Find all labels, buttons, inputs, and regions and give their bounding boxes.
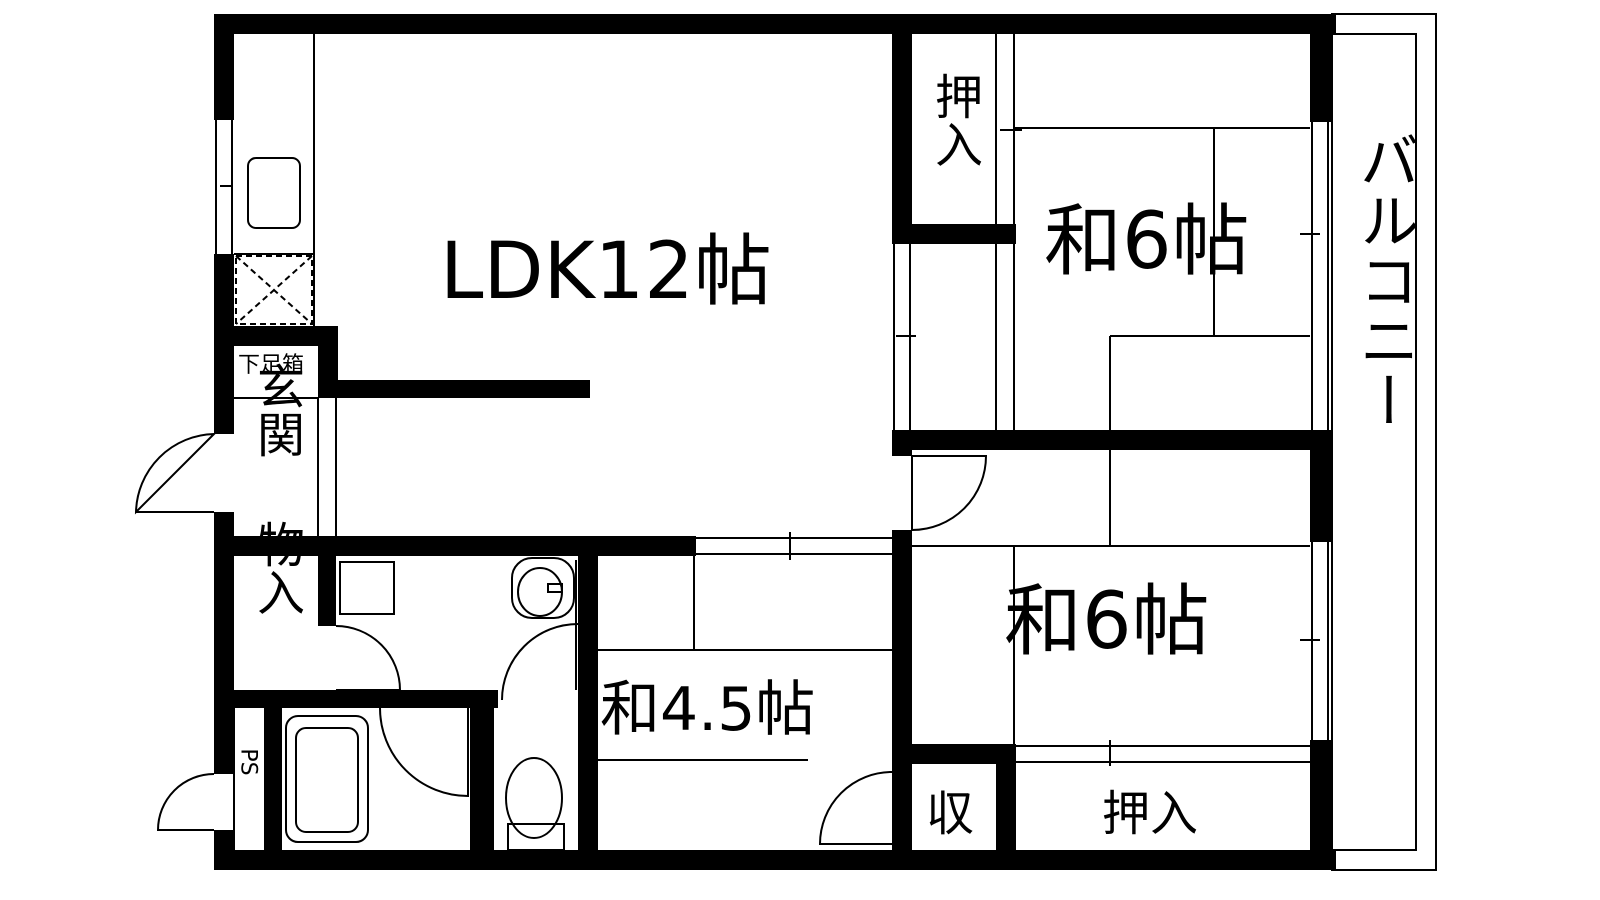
monoire-door-icon <box>335 625 402 691</box>
washing-machine-icon <box>339 561 395 615</box>
room-label-ps: PS <box>236 748 261 775</box>
toilet-door-icon <box>501 623 579 701</box>
room-label-monoire: 物入 <box>248 520 304 616</box>
room-label-getabako: 下足箱 <box>238 353 304 378</box>
bedroom-door-icon <box>911 455 988 532</box>
bathtub-icon <box>285 715 369 843</box>
washbasin-icon <box>511 557 575 619</box>
interior-walls <box>214 14 1332 870</box>
toilet-icon <box>505 757 563 839</box>
room-label-washitsu-small: 和4.5帖 <box>600 675 815 745</box>
room-label-washitsu-south: 和6帖 <box>1004 577 1210 667</box>
room-label-shuno: 収 <box>926 786 974 842</box>
bath-fixtures <box>285 557 577 851</box>
front-door-icon <box>134 432 217 515</box>
room-label-genkan: 玄関 <box>248 362 304 458</box>
bath-door-icon <box>379 707 469 798</box>
kitchen-fixtures <box>235 157 313 325</box>
room-label-oshiire-top: 押入 <box>926 72 982 168</box>
sink-icon <box>247 157 301 229</box>
room-label-ldk: LDK12帖 <box>440 227 772 317</box>
outer-walls <box>214 14 1336 870</box>
stove-icon <box>235 255 313 325</box>
ps-door-icon <box>156 773 215 831</box>
doors <box>134 432 988 845</box>
closet-door-icon <box>818 771 893 845</box>
balcony-label: バルコニー <box>1349 130 1419 430</box>
room-label-oshiire-bottom: 押入 <box>1102 786 1198 842</box>
thin-lines <box>220 34 1320 850</box>
room-label-washitsu-north: 和6帖 <box>1044 197 1250 287</box>
